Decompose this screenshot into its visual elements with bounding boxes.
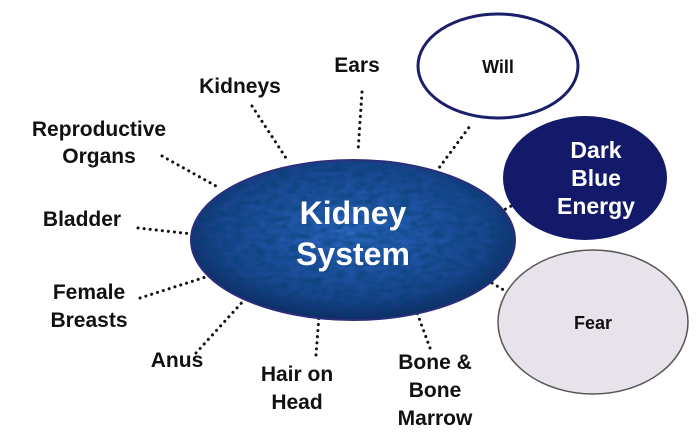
label-hair-1: Hair on: [261, 363, 333, 386]
label-bladder: Bladder: [43, 208, 121, 231]
label-reproductive-1: Reproductive: [32, 118, 166, 141]
will-label: Will: [482, 57, 514, 77]
fear-label: Fear: [574, 313, 612, 333]
label-reproductive-2: Organs: [62, 145, 136, 168]
label-breasts-1: Female: [53, 281, 125, 304]
connector-bone: [414, 308, 432, 350]
center-title-line1: Kidney: [300, 195, 407, 231]
connector-hair: [314, 314, 321, 357]
label-anus: Anus: [151, 349, 204, 372]
fear-bubble: Fear: [497, 249, 689, 395]
connector-will: [434, 124, 472, 174]
energy-line1: Dark: [570, 137, 621, 163]
connector-anus: [194, 296, 248, 355]
kidney-system-ellipse: Kidney System: [190, 159, 516, 321]
energy-line2: Blue: [571, 165, 621, 191]
connector-lines: [136, 90, 532, 357]
connector-bladder: [136, 226, 194, 236]
label-bone-1: Bone &: [398, 351, 472, 374]
label-kidneys: Kidneys: [199, 75, 281, 98]
label-breasts-2: Breasts: [50, 309, 127, 332]
connector-reproductive: [160, 154, 218, 188]
connector-breasts: [138, 273, 214, 300]
connector-fear: [490, 281, 529, 306]
label-hair-2: Head: [271, 391, 322, 414]
center-title-line2: System: [296, 236, 410, 272]
energy-line3: Energy: [557, 193, 635, 219]
label-bone-2: Bone: [409, 379, 462, 402]
will-bubble: Will: [416, 12, 580, 120]
dark-blue-energy-bubble: Dark Blue Energy: [503, 116, 667, 240]
connector-ears: [356, 90, 364, 154]
label-bone-3: Marrow: [398, 407, 473, 430]
label-ears: Ears: [334, 54, 380, 77]
connector-kidneys: [250, 104, 288, 160]
